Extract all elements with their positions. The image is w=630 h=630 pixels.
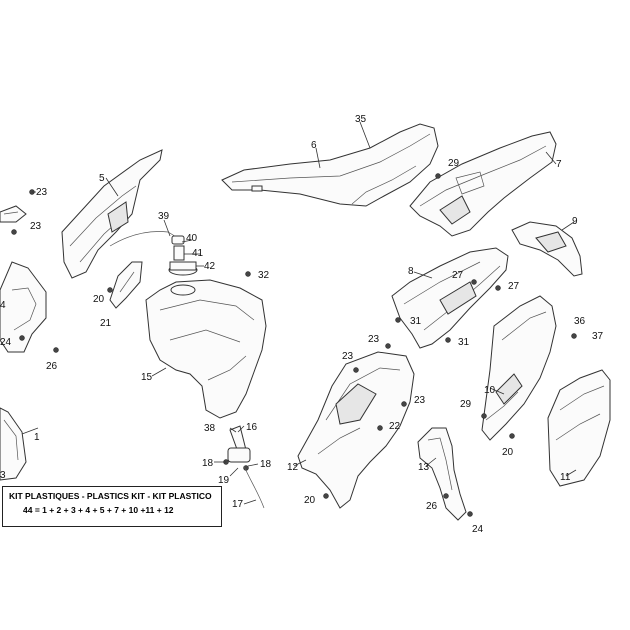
part-13-frame-guard bbox=[417, 427, 467, 521]
part-7-rear-fender bbox=[409, 131, 557, 237]
fastener-group bbox=[11, 173, 577, 517]
callout-23b: 23 bbox=[30, 221, 42, 232]
callout-40: 40 bbox=[186, 233, 198, 244]
callout-38: 38 bbox=[204, 423, 216, 434]
part-frame-guard-left bbox=[0, 261, 47, 353]
part-39-breather-hose bbox=[109, 231, 179, 247]
callout-18a: 18 bbox=[202, 458, 214, 469]
callout-18b: 18 bbox=[260, 459, 272, 470]
callout-7: 7 bbox=[556, 159, 562, 170]
callout-23d: 23 bbox=[342, 351, 354, 362]
callout-24a: 24 bbox=[0, 337, 12, 348]
part-radiator-shroud-left bbox=[0, 407, 27, 481]
part-6-seat bbox=[221, 123, 439, 207]
callout-36: 36 bbox=[574, 316, 586, 327]
leader-lines bbox=[21, 121, 577, 505]
callout-9: 9 bbox=[572, 216, 578, 227]
part-40-41-42-fuel-cap bbox=[168, 235, 198, 276]
callout-23c: 23 bbox=[368, 334, 380, 345]
callout-17: 17 bbox=[232, 499, 244, 510]
part-12-radiator-shroud bbox=[297, 351, 415, 509]
part-bracket-small-left bbox=[0, 205, 27, 223]
callout-11: 11 bbox=[560, 472, 571, 483]
callout-23a: 23 bbox=[36, 187, 48, 198]
callout-42: 42 bbox=[204, 261, 216, 272]
callout-13: 13 bbox=[418, 462, 430, 473]
part-5-shroud bbox=[61, 149, 163, 279]
part-17-fuel-hose bbox=[243, 465, 265, 509]
callout-21: 21 bbox=[100, 318, 112, 329]
callout-6: 6 bbox=[311, 140, 317, 151]
callout-20c: 20 bbox=[502, 447, 514, 458]
part-10-side-cover bbox=[481, 295, 557, 441]
callout-31a: 31 bbox=[410, 316, 422, 327]
callout-39: 39 bbox=[158, 211, 170, 222]
callout-20a: 20 bbox=[93, 294, 105, 305]
callout-1: 1 bbox=[34, 432, 40, 443]
callout-23e: 23 bbox=[414, 395, 426, 406]
callout-27a: 27 bbox=[452, 270, 464, 281]
callout-35: 35 bbox=[355, 114, 367, 125]
callout-12: 12 bbox=[287, 462, 299, 473]
callout-5: 5 bbox=[99, 173, 105, 184]
callout-22: 22 bbox=[389, 421, 401, 432]
callout-27b: 27 bbox=[508, 281, 520, 292]
callout-31b: 31 bbox=[458, 337, 470, 348]
callout-8: 8 bbox=[408, 266, 414, 277]
callout-3: 3 bbox=[0, 470, 6, 481]
plastics-kit-legend: KIT PLASTIQUES - PLASTICS KIT - KIT PLAS… bbox=[2, 486, 222, 527]
part-21-bracket bbox=[109, 261, 143, 309]
callout-26a: 26 bbox=[46, 361, 58, 372]
part-9-tail-piece bbox=[511, 221, 583, 277]
callout-15: 15 bbox=[141, 372, 153, 383]
callout-37: 37 bbox=[592, 331, 604, 342]
callout-32: 32 bbox=[258, 270, 270, 281]
callout-4: 4 bbox=[0, 300, 6, 311]
callout-16: 16 bbox=[246, 422, 258, 433]
callout-26b: 26 bbox=[426, 501, 438, 512]
part-8-side-panel bbox=[391, 247, 509, 349]
kit-title: KIT PLASTIQUES - PLASTICS KIT - KIT PLAS… bbox=[9, 491, 212, 501]
callout-10: 10 bbox=[484, 385, 496, 396]
kit-formula: 44 = 1 + 2 + 3 + 4 + 5 + 7 + 10 +11 + 12 bbox=[23, 505, 174, 515]
callout-29b: 29 bbox=[460, 399, 472, 410]
callout-41: 41 bbox=[192, 248, 204, 259]
callout-19: 19 bbox=[218, 475, 230, 486]
part-11-side-cover bbox=[547, 369, 611, 487]
callout-29a: 29 bbox=[448, 158, 460, 169]
callout-labels: 1 3 4 5 6 7 8 9 10 11 12 13 15 16 17 18 … bbox=[0, 114, 604, 535]
callout-20b: 20 bbox=[304, 495, 316, 506]
callout-24b: 24 bbox=[472, 524, 484, 535]
part-15-fuel-tank bbox=[145, 279, 267, 419]
